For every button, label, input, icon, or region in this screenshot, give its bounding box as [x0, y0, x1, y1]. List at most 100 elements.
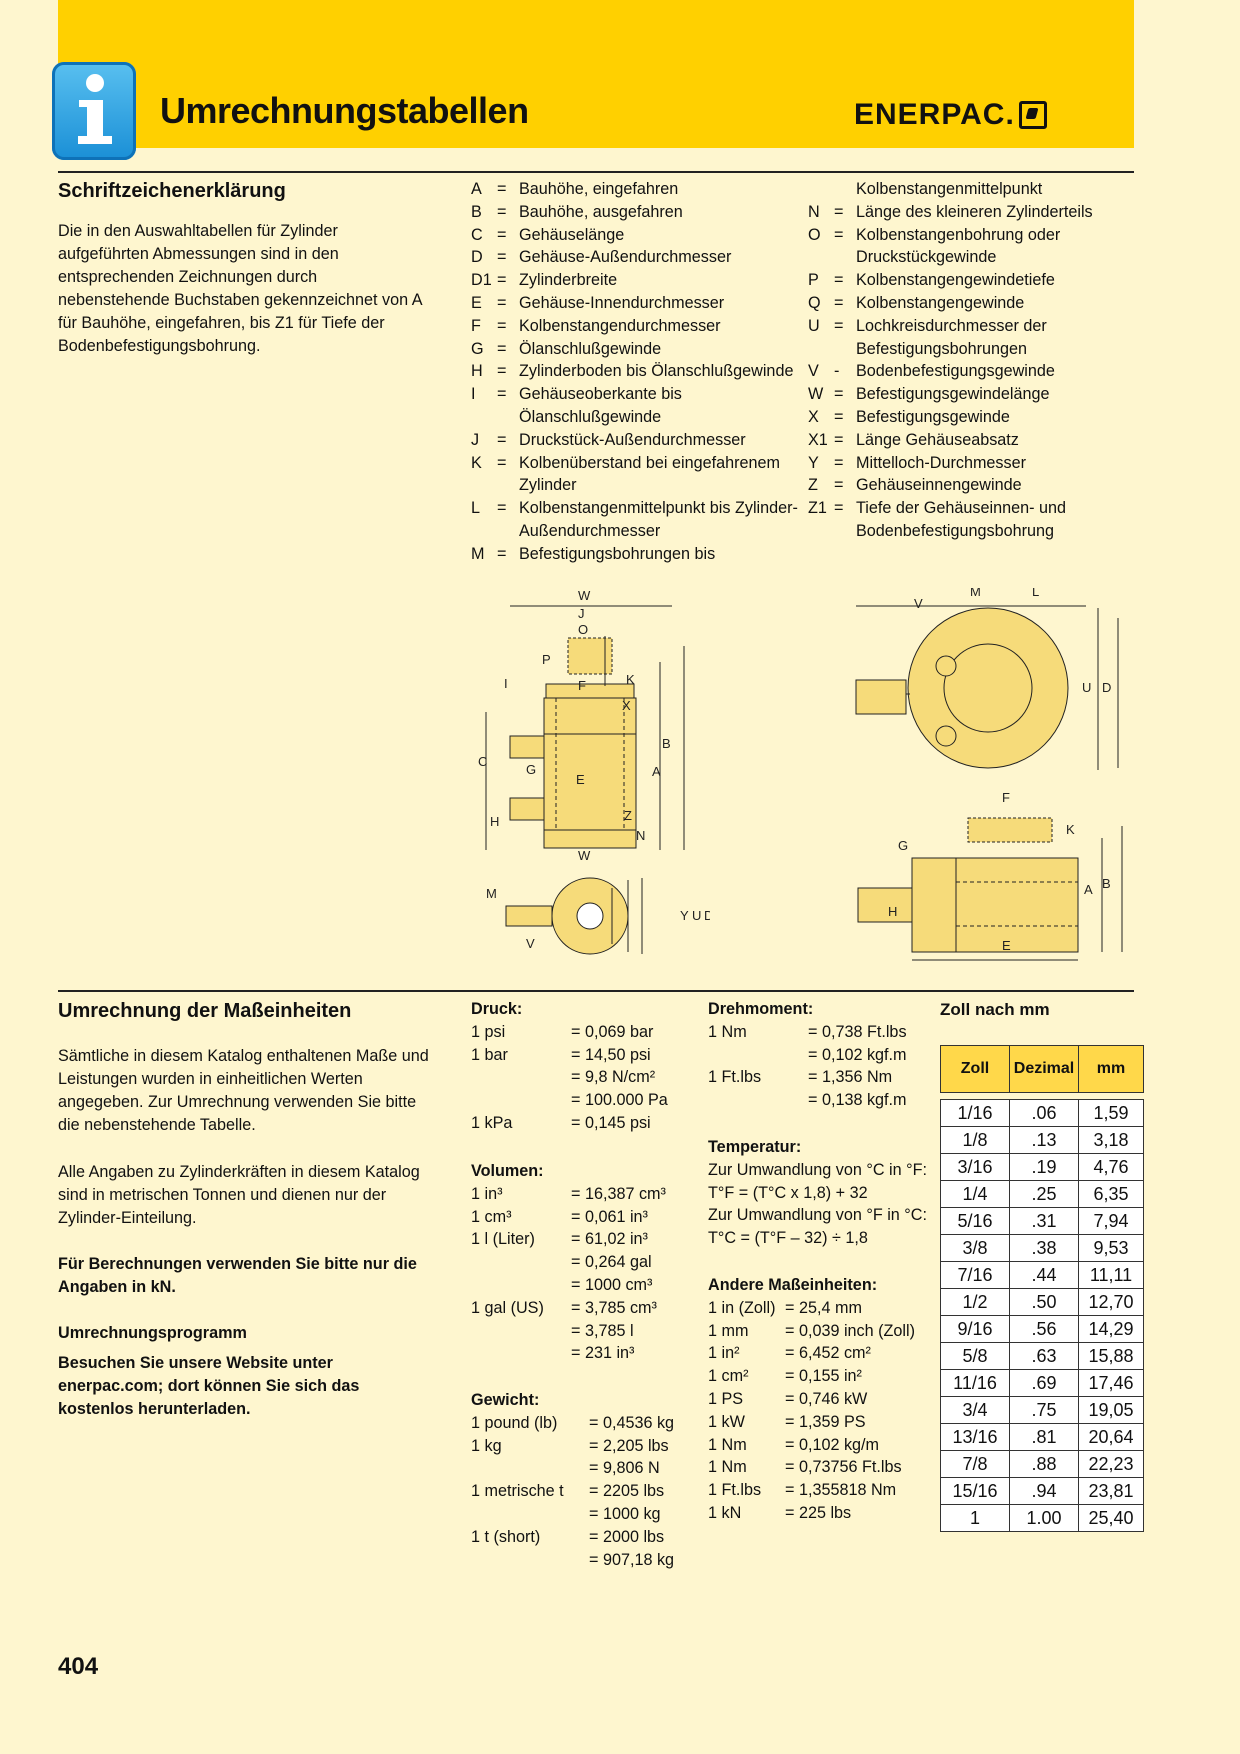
conversion-unit: 1 metrische t [471, 1482, 564, 1501]
conversion-unit: 1 Nm [708, 1435, 747, 1454]
symbol-letter: J [471, 430, 480, 449]
symbol-eq: = [834, 202, 844, 221]
conversion-value: = 0,155 in² [785, 1367, 862, 1386]
dimension-label: F [1002, 790, 1010, 805]
symbol-text: Mittelloch-Durchmesser [856, 453, 1027, 472]
symbol-text: Tiefe der Gehäuseinnen- und [856, 499, 1066, 518]
symbol-row: I=Gehäuseoberkante bis [471, 383, 798, 406]
conversion-unit: 1 pound (lb) [471, 1413, 558, 1432]
symbol-row: X1=Länge Gehäuseabsatz [808, 429, 1093, 452]
conversion-value: = 225 lbs [785, 1503, 852, 1522]
zoll-cell: 20,64 [1078, 1423, 1144, 1451]
conversion-unit: 1 cm³ [471, 1207, 512, 1226]
symbol-eq: = [834, 271, 844, 290]
conversion-value: = 3,785 cm³ [571, 1298, 657, 1317]
symbol-eq: = [497, 180, 507, 198]
zoll-cell: 6,35 [1078, 1180, 1144, 1208]
conversion-row: 1 PS= 0,746 kW [708, 1388, 915, 1411]
conversion-p2: Alle Angaben zu Zylinderkräften in diese… [58, 1163, 420, 1227]
zoll-cell: 11/16 [940, 1369, 1010, 1397]
conversion-value: = 0,102 kg/m [785, 1435, 880, 1454]
symbol-row: W=Befestigungsgewindelänge [808, 383, 1093, 406]
symbol-eq: = [834, 293, 844, 312]
symbol-row: X=Befestigungsgewinde [808, 406, 1093, 429]
symbol-row: Befestigungsbohrungen [808, 338, 1093, 361]
dimension-label: D [704, 908, 710, 923]
conversion-unit [471, 1274, 571, 1297]
symbol-row: Außendurchmesser [471, 520, 798, 543]
conversion-row: = 3,785 l [471, 1320, 666, 1343]
dimension-label: B [1102, 876, 1111, 891]
symbol-letter: A [471, 180, 482, 198]
symbol-row: L=Kolbenstangenmittelpunkt bis Zylinder- [471, 497, 798, 520]
group-title: Andere Maßeinheiten: [708, 1276, 878, 1294]
dimension-label: H [888, 904, 897, 919]
zoll-header: Dezimal [1009, 1045, 1079, 1093]
conversion-unit: 1 in (Zoll) [708, 1298, 776, 1317]
conversion-value: = 9,8 N/cm² [571, 1068, 656, 1087]
conversion-row: 1 Nm = 0,102 kg/m [708, 1434, 915, 1457]
zoll-cell: 9,53 [1078, 1234, 1144, 1262]
conversion-line: T°F = (T°C x 1,8) + 32 [708, 1183, 868, 1202]
symbol-text: Befestigungsgewinde [856, 407, 1010, 426]
symbol-eq: = [497, 248, 507, 267]
zoll-cell: 12,70 [1078, 1288, 1144, 1316]
dimension-label: N [636, 828, 645, 843]
symbol-eq: = [834, 499, 844, 518]
conversion-row: 1 gal (US)= 3,785 cm³ [471, 1297, 666, 1320]
conversion-row: 1 kPa= 0,145 psi [471, 1112, 668, 1135]
conversion-value: = 1,356 Nm [808, 1068, 893, 1087]
zoll-spacer [940, 1092, 1144, 1100]
zoll-cell: 3/8 [940, 1234, 1010, 1262]
conversion-row: 1 pound (lb)= 0,4536 kg [471, 1412, 674, 1435]
symbol-text: Druckstück-Außendurchmesser [519, 430, 746, 449]
symbol-text: Kolbenstangengewinde [856, 293, 1025, 312]
symbol-eq: = [497, 362, 507, 381]
zoll-cell: 11,11 [1078, 1261, 1144, 1289]
zoll-cell: 7/16 [940, 1261, 1010, 1289]
symbol-letter: G [471, 339, 484, 358]
symbol-text: Kolbenstangenmittelpunkt [856, 180, 1043, 198]
conversion-row: = 100.000 Pa [471, 1089, 668, 1112]
symbol-row: O=Kolbenstangenbohrung oder [808, 224, 1093, 247]
symbol-row: Ölanschlußgewinde [471, 406, 798, 429]
symbol-text: Gehäuselänge [519, 225, 625, 244]
conversion-value: = 0,061 in³ [571, 1207, 648, 1226]
conversion-unit: 1 kPa [471, 1113, 513, 1132]
conversion-row: = 1000 kg [471, 1503, 674, 1526]
symbol-text: Außendurchmesser [519, 521, 661, 540]
conversion-value: = 9,806 N [589, 1459, 660, 1478]
dimension-label: E [1002, 938, 1011, 953]
header-banner [58, 0, 1134, 148]
conversion-row: = 0,138 kgf.m [708, 1089, 907, 1112]
conversion-value: = 0,102 kgf.m [808, 1045, 907, 1064]
symbol-text: Befestigungsgewindelänge [856, 385, 1050, 404]
symbol-eq: = [497, 271, 507, 290]
symbol-row: M=Befestigungsbohrungen bis [471, 543, 798, 566]
symbol-text: Ölanschlußgewinde [519, 407, 662, 426]
conversion-unit [471, 1549, 589, 1572]
conversion-value: = 0,069 bar [571, 1022, 654, 1041]
conversion-unit [471, 1342, 571, 1365]
logo-text: ENERPAC. [854, 98, 1015, 131]
symbol-letter: H [471, 362, 483, 381]
symbol-letter [808, 178, 834, 201]
conversion-value: = 14,50 psi [571, 1045, 651, 1064]
zoll-cell: .44 [1009, 1261, 1079, 1289]
zoll-cell: 19,05 [1078, 1396, 1144, 1424]
conversion-heading: Umrechnung der Maßeinheiten [58, 1000, 352, 1022]
conversion-unit: 1 bar [471, 1045, 508, 1064]
symbol-row: U=Lochkreisdurchmesser der [808, 315, 1093, 338]
symbol-eq: = [497, 293, 507, 312]
page-number: 404 [58, 1653, 99, 1680]
zoll-cell: 14,29 [1078, 1315, 1144, 1343]
